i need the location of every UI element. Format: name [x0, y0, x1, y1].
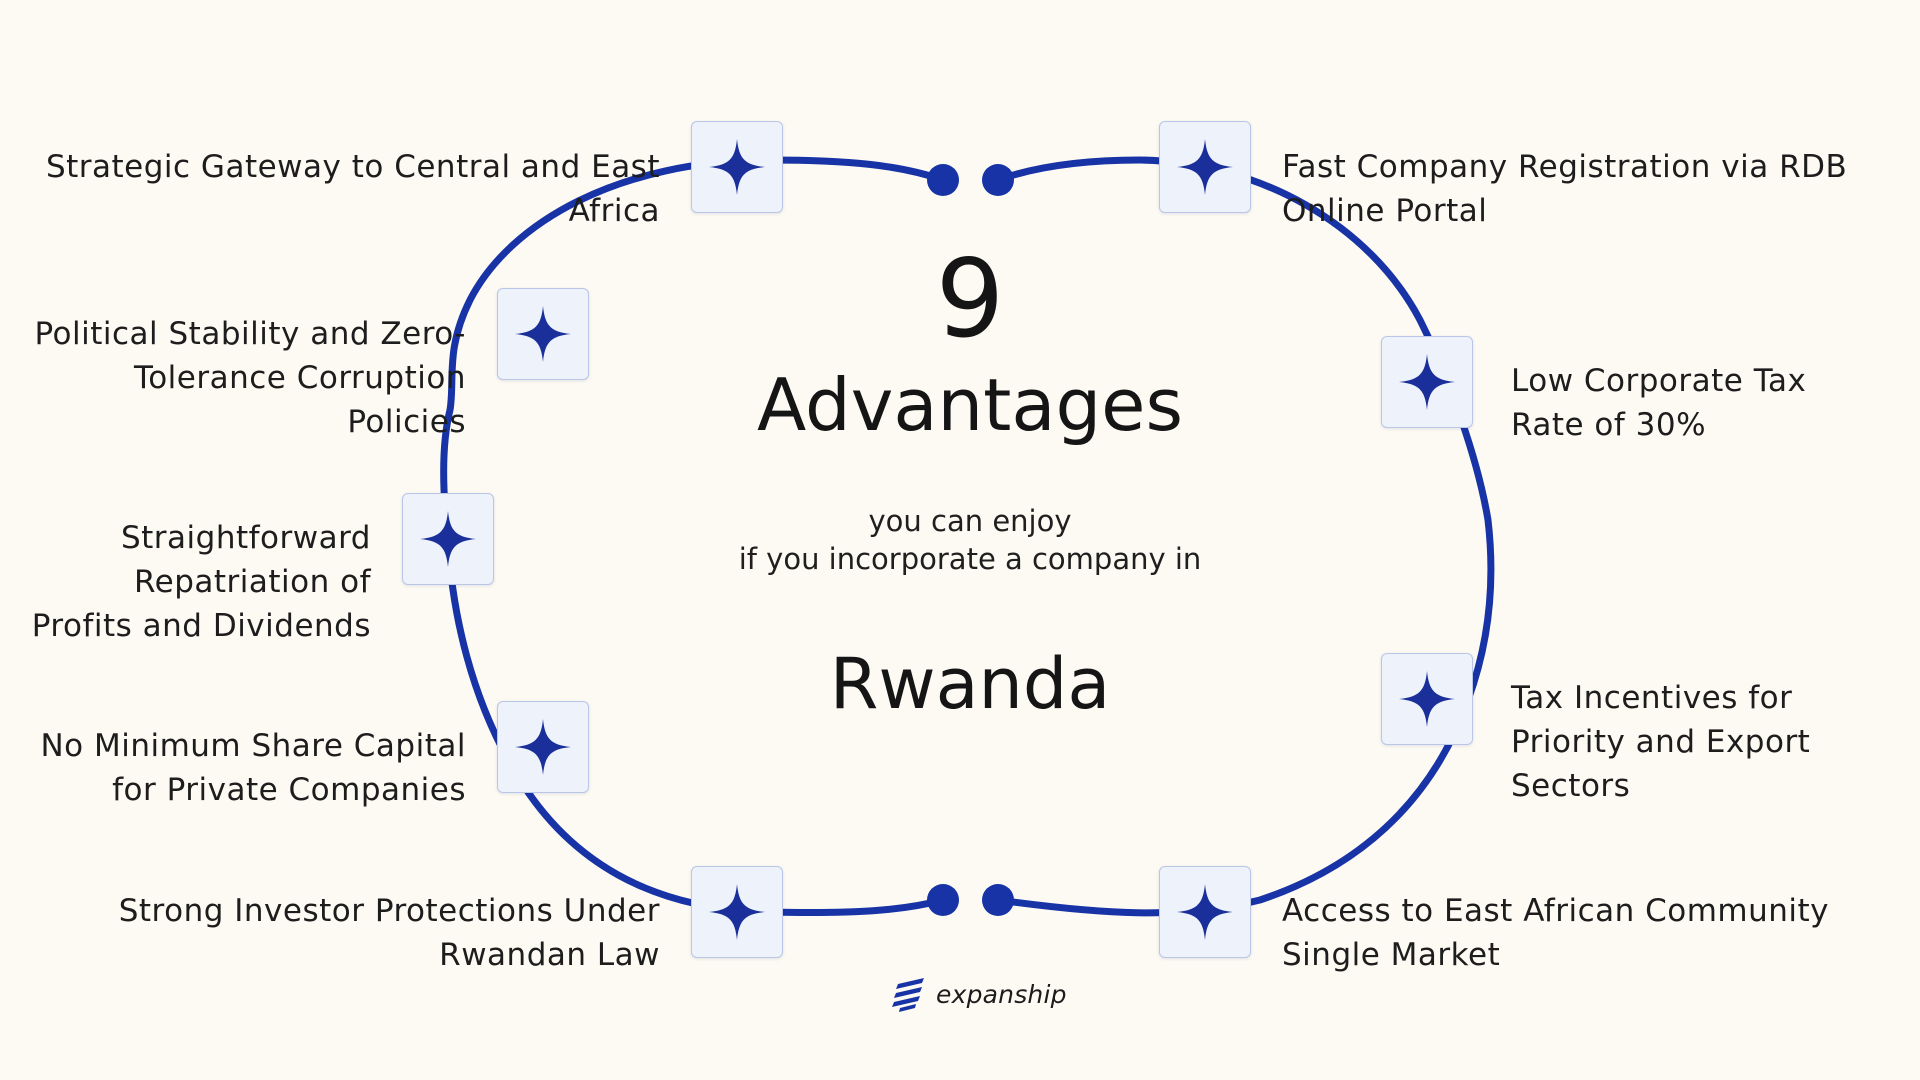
advantage-node-3	[402, 493, 494, 585]
four-point-star-icon	[1399, 671, 1455, 727]
advantage-node-9	[1159, 866, 1251, 958]
country-name: Rwanda	[829, 643, 1111, 725]
diagram-title: Advantages	[757, 363, 1183, 447]
advantage-label-6: Fast Company Registration via RDB Online…	[1282, 149, 1848, 229]
four-point-star-icon	[709, 139, 765, 195]
expanship-logo-icon	[892, 978, 924, 1012]
advantage-label-9: Access to East African Community Single …	[1282, 893, 1830, 973]
advantage-label-8: Tax Incentives for Priority and Export S…	[1511, 680, 1811, 804]
brand-logo: expanship	[890, 972, 1067, 1016]
advantage-label-1: Strategic Gateway to Central and East Af…	[45, 149, 660, 229]
advantage-label-3: Straightforward Repatriation of Profits …	[31, 520, 371, 644]
four-point-star-icon	[515, 719, 571, 775]
advantage-node-5	[691, 866, 783, 958]
ring-end-dot-top-right	[982, 164, 1014, 196]
advantage-node-8	[1381, 653, 1473, 745]
advantage-label-7: Low Corporate Tax Rate of 30%	[1511, 363, 1807, 443]
four-point-star-icon	[1177, 139, 1233, 195]
advantage-node-4	[497, 701, 589, 793]
advantages-count: 9	[935, 237, 1005, 362]
advantage-node-6	[1159, 121, 1251, 213]
advantage-label-5: Strong Investor Protections Under Rwanda…	[118, 893, 660, 973]
advantage-node-7	[1381, 336, 1473, 428]
four-point-star-icon	[1399, 354, 1455, 410]
four-point-star-icon	[515, 306, 571, 362]
advantage-label-2: Political Stability and Zero- Tolerance …	[34, 316, 466, 440]
ring-end-dot-top-left	[927, 164, 959, 196]
ring-end-dot-bottom-right	[982, 884, 1014, 916]
advantage-node-2	[497, 288, 589, 380]
advantage-label-4: No Minimum Share Capital for Private Com…	[40, 728, 466, 808]
brand-name: expanship	[936, 979, 1067, 1009]
four-point-star-icon	[1177, 884, 1233, 940]
diagram-subtitle: you can enjoy if you incorporate a compa…	[738, 504, 1202, 576]
four-point-star-icon	[420, 511, 476, 567]
advantage-node-1	[691, 121, 783, 213]
ring-end-dot-bottom-left	[927, 884, 959, 916]
four-point-star-icon	[709, 884, 765, 940]
